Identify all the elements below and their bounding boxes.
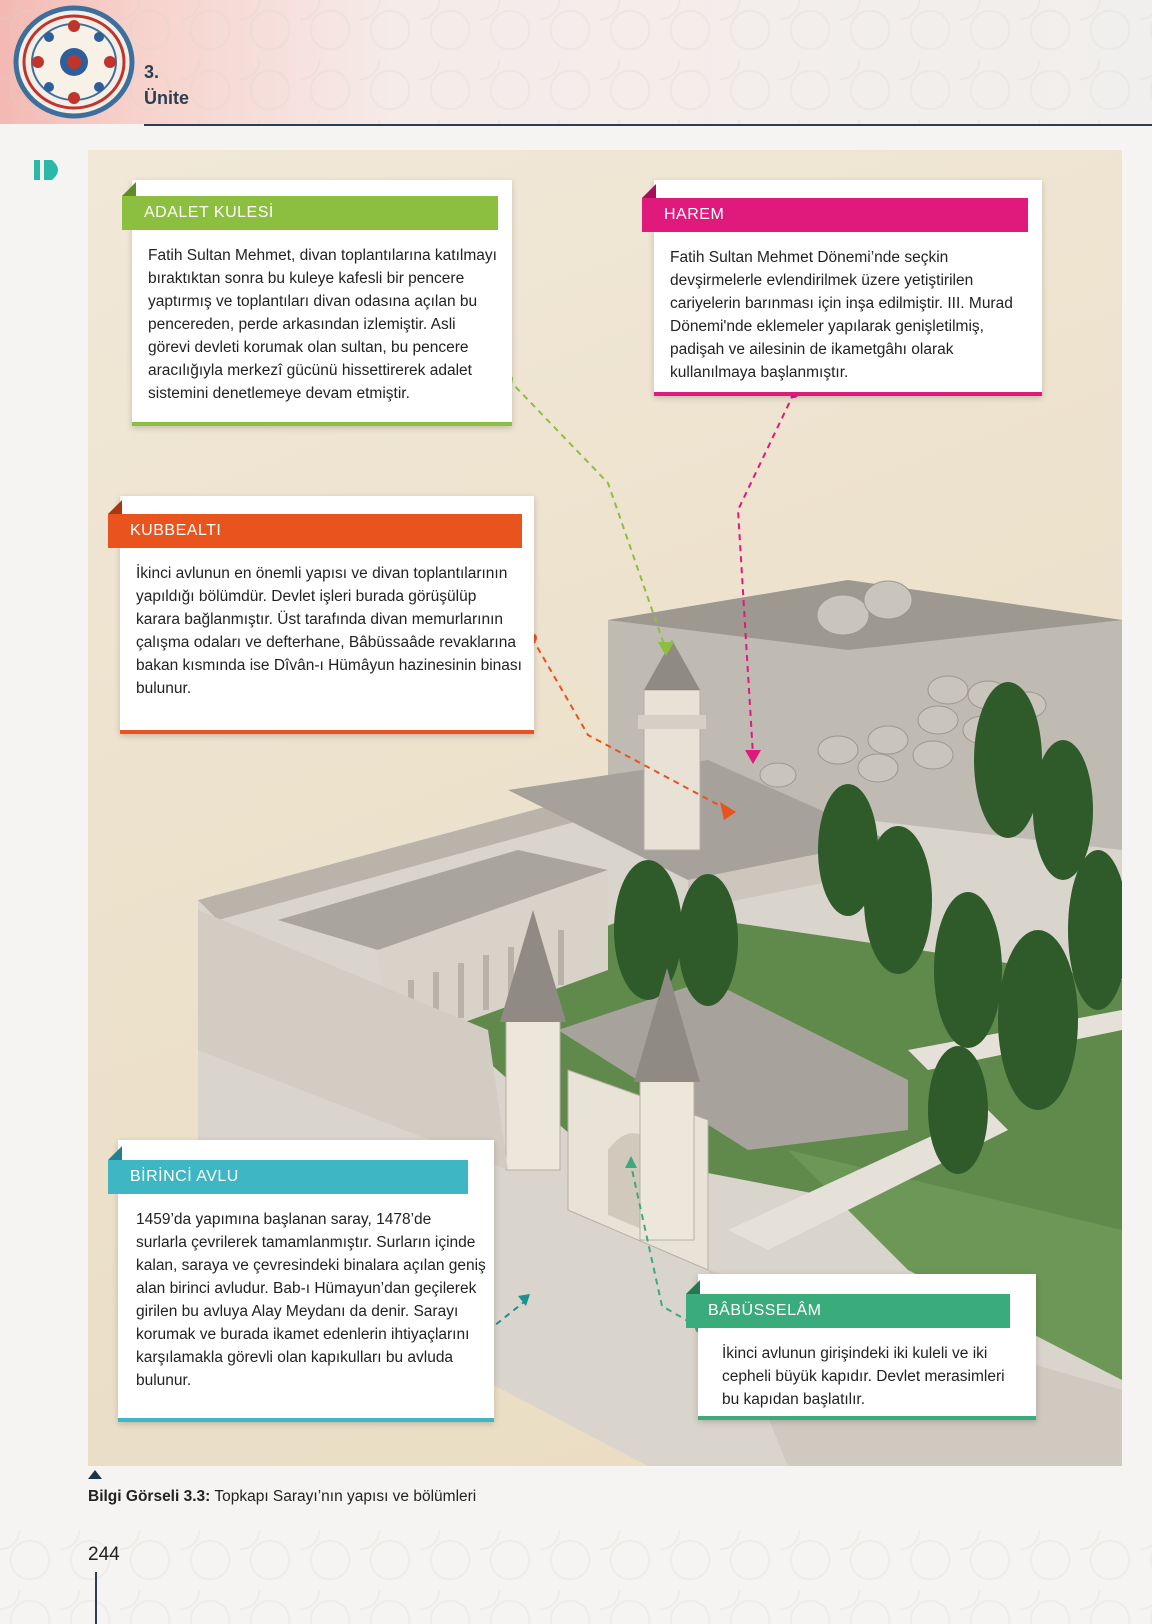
callout-harem: HAREM Fatih Sultan Mehmet Dönemi’nde seç… — [642, 180, 1042, 396]
callout-kubbealti-title: KUBBEALTI — [108, 500, 522, 548]
callout-adalet-kulesi: ADALET KULESİ Fatih Sultan Mehmet, divan… — [122, 180, 512, 426]
footer-band — [0, 1530, 1152, 1624]
palace-illustration: ADALET KULESİ Fatih Sultan Mehmet, divan… — [88, 150, 1122, 1466]
caption-label: Bilgi Görseli 3.3: — [88, 1488, 211, 1505]
section-marker-icon — [34, 160, 58, 180]
callout-kubbealti-rule — [120, 730, 534, 734]
callout-adalet-rule — [132, 422, 512, 426]
footer-rule — [95, 1572, 97, 1624]
header-rule — [144, 124, 1152, 126]
callout-adalet-text: Fatih Sultan Mehmet, divan toplantıların… — [148, 247, 497, 402]
callout-babusselam: BÂBÜSSELÂM İkinci avlunun girişindeki ik… — [686, 1274, 1036, 1420]
caption-text: Topkapı Sarayı’nın yapısı ve bölümleri — [210, 1488, 477, 1505]
callout-babusselam-title: BÂBÜSSELÂM — [686, 1280, 1010, 1328]
callout-babusselam-rule — [698, 1416, 1036, 1420]
header-pattern — [0, 0, 1152, 124]
callout-birinci-rule — [118, 1418, 494, 1422]
tile-medallion-icon — [13, 5, 135, 119]
callout-kubbealti: KUBBEALTI İkinci avlunun en önemli yapıs… — [108, 496, 534, 734]
callout-birinci-text: 1459’da yapımına başlanan saray, 1478’de… — [136, 1211, 486, 1389]
unit-number: 3. — [144, 62, 160, 82]
callout-harem-rule — [654, 392, 1042, 396]
callout-harem-title: HAREM — [642, 184, 1028, 232]
callout-birinci-avlu: BİRİNCİ AVLU 1459’da yapımına başlanan s… — [108, 1140, 494, 1422]
callout-harem-text: Fatih Sultan Mehmet Dönemi’nde seçkin de… — [670, 249, 1013, 381]
callout-kubbealti-text: İkinci avlunun en önemli yapısı ve divan… — [136, 565, 522, 697]
callout-birinci-title: BİRİNCİ AVLU — [108, 1146, 468, 1194]
page-number: 244 — [88, 1544, 120, 1565]
header-band — [0, 0, 1152, 124]
callout-adalet-title: ADALET KULESİ — [122, 182, 498, 230]
caption-arrow-icon — [88, 1470, 102, 1479]
unit-label: Ünite — [144, 88, 189, 108]
callout-babusselam-text: İkinci avlunun girişindeki iki kuleli ve… — [722, 1345, 1005, 1408]
footer-pattern — [0, 1530, 1152, 1624]
figure-caption: Bilgi Görseli 3.3: Topkapı Sarayı’nın ya… — [88, 1488, 476, 1506]
